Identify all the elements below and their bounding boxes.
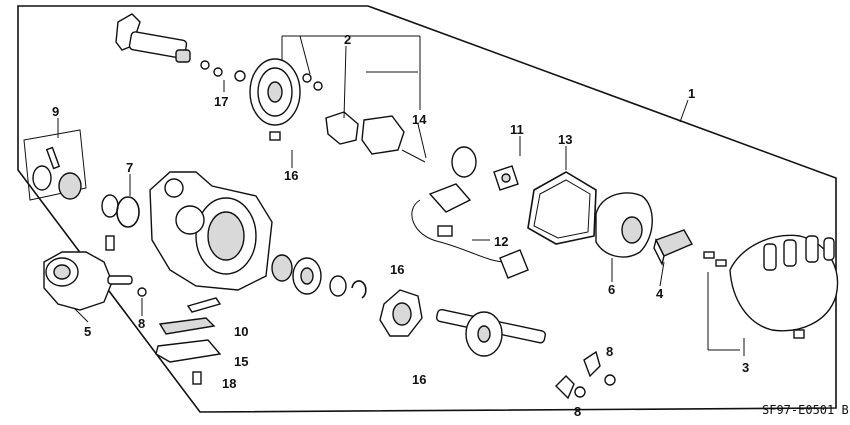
callout-6: 6 [608, 282, 615, 297]
callout-3: 3 [742, 360, 749, 375]
leader-lines [57, 35, 745, 356]
diagram-frame [17, 5, 837, 413]
rotor-part [653, 229, 693, 267]
callout-18: 18 [222, 376, 236, 391]
coupling-part [43, 235, 147, 311]
callout-10: 10 [234, 324, 248, 339]
pulley-part [249, 58, 323, 141]
igniter-part [411, 146, 529, 279]
callout-4: 4 [656, 286, 664, 301]
callout-8-a: 8 [138, 316, 145, 331]
callout-9: 9 [52, 104, 59, 119]
shaft-assembly-part [115, 13, 246, 82]
plate-parts [325, 111, 426, 163]
callout-5: 5 [84, 324, 91, 339]
callout-11: 11 [510, 122, 524, 137]
distributor-cap-part [703, 234, 839, 351]
callout-14: 14 [412, 112, 427, 127]
governor-shaft-part [435, 308, 616, 400]
sensor-part [493, 165, 519, 191]
housing-part [149, 171, 273, 291]
diagram-code: SF97-E0501 B [762, 403, 849, 417]
callout-8-b: 8 [606, 344, 613, 359]
callout-17: 17 [214, 94, 228, 109]
rotor-cover-part [595, 192, 653, 258]
bearing-parts [271, 254, 367, 299]
callout-7: 7 [126, 160, 133, 175]
o-ring-parts [101, 194, 140, 228]
callout-1: 1 [688, 86, 695, 101]
bracket-parts [155, 297, 222, 385]
callout-13: 13 [558, 132, 572, 147]
callout-16-a: 16 [284, 168, 298, 183]
seal-group-part [23, 129, 87, 201]
callout-15: 15 [234, 354, 248, 369]
callout-16-b: 16 [390, 262, 404, 277]
adapter-plate-part [379, 289, 423, 337]
callout-8-c: 8 [574, 404, 581, 419]
callout-16-c: 16 [412, 372, 426, 387]
callout-12: 12 [494, 234, 508, 249]
cap-gasket-part [527, 171, 597, 245]
callout-2: 2 [344, 32, 351, 47]
